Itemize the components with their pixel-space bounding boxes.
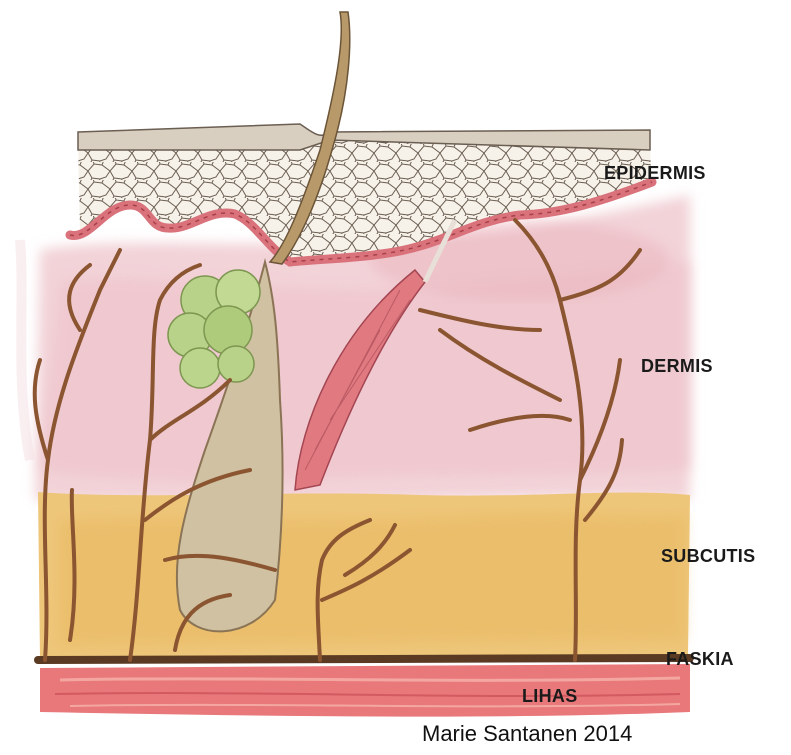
subcutis-layer [38, 492, 690, 660]
label-lihas: LIHAS [522, 686, 578, 707]
muscle-layer [40, 664, 690, 717]
label-faskia: FASKIA [666, 649, 734, 670]
label-subcutis: SUBCUTIS [661, 546, 755, 567]
fascia-line [38, 658, 690, 660]
label-epidermis: EPIDERMIS [604, 163, 706, 184]
artist-credit: Marie Santanen 2014 [422, 721, 632, 747]
label-dermis: DERMIS [641, 356, 713, 377]
